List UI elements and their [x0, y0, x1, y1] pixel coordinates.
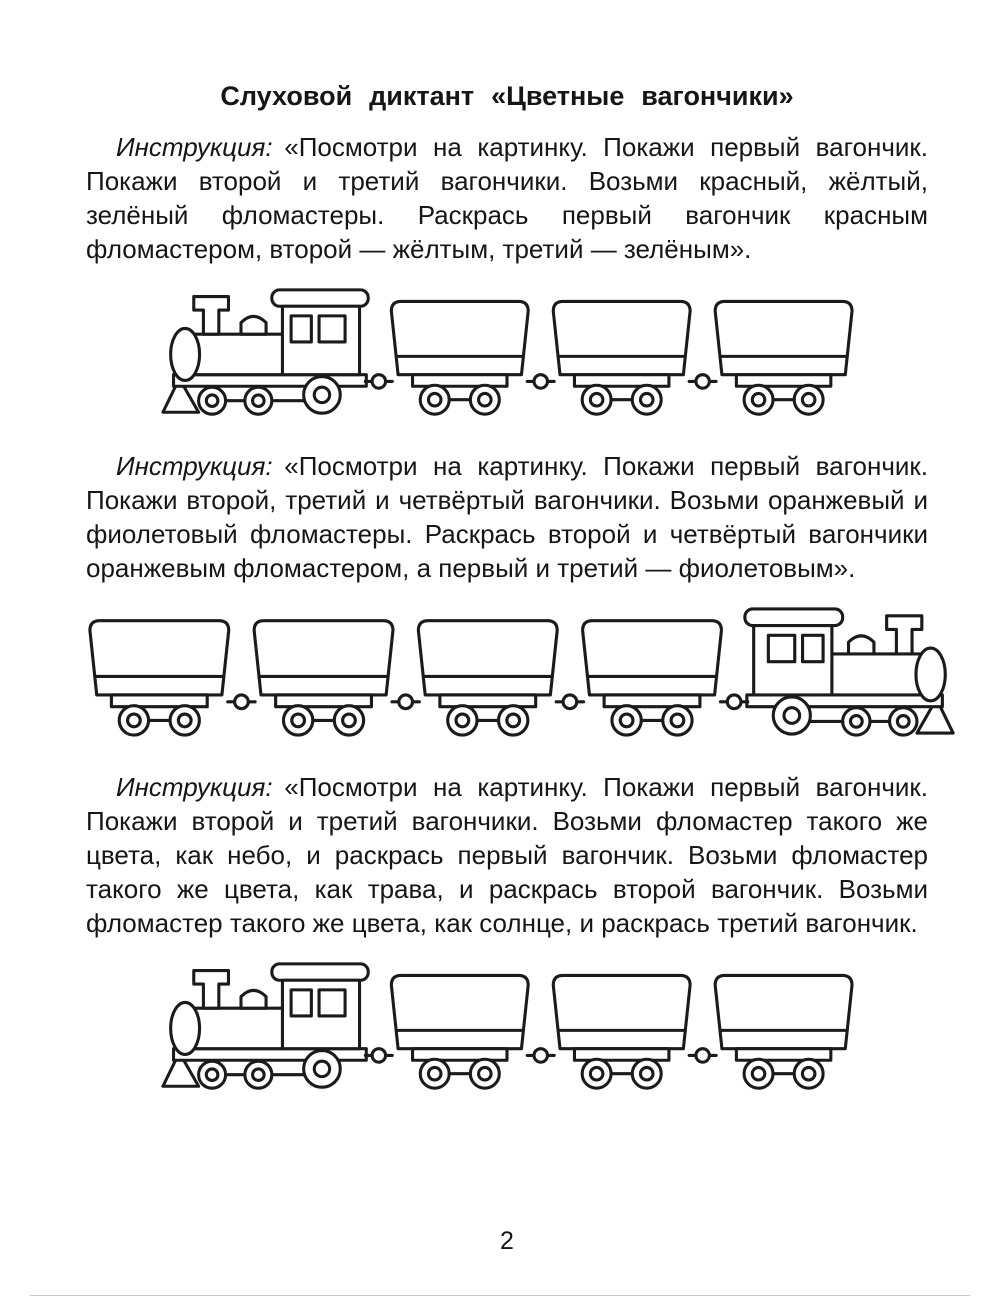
- instruction-text-3: «Посмотри на картинку. Покажи первый ваг…: [86, 772, 928, 938]
- train-illustration-2: [88, 607, 955, 737]
- instruction-paragraph-1: Инструкция:«Посмотри на картинку. Покажи…: [86, 130, 928, 266]
- scan-artifact-line: [30, 1295, 970, 1296]
- page-number: 2: [500, 1227, 514, 1255]
- instruction-label-3: Инструкция:: [116, 772, 273, 802]
- instruction-text-1: «Посмотри на картинку. Покажи первый ваг…: [86, 132, 928, 264]
- instruction-text-2: «Посмотри на картинку. Покажи первый ваг…: [86, 451, 928, 583]
- train-illustration-1: [161, 288, 854, 416]
- instruction-paragraph-3: Инструкция:«Посмотри на картинку. Покажи…: [86, 770, 928, 940]
- section-2: Инструкция:«Посмотри на картинку. Покажи…: [86, 443, 955, 764]
- section-3: Инструкция:«Посмотри на картинку. Покажи…: [86, 764, 928, 1117]
- instruction-label-1: Инструкция:: [116, 132, 273, 162]
- instruction-label-2: Инструкция:: [116, 451, 273, 481]
- page-title: Слуховой диктант «Цветные вагончики»: [220, 81, 794, 111]
- instruction-paragraph-2: Инструкция:«Посмотри на картинку. Покажи…: [86, 449, 928, 585]
- train-illustration-3: [161, 962, 854, 1090]
- section-1: Инструкция:«Посмотри на картинку. Покажи…: [86, 124, 928, 443]
